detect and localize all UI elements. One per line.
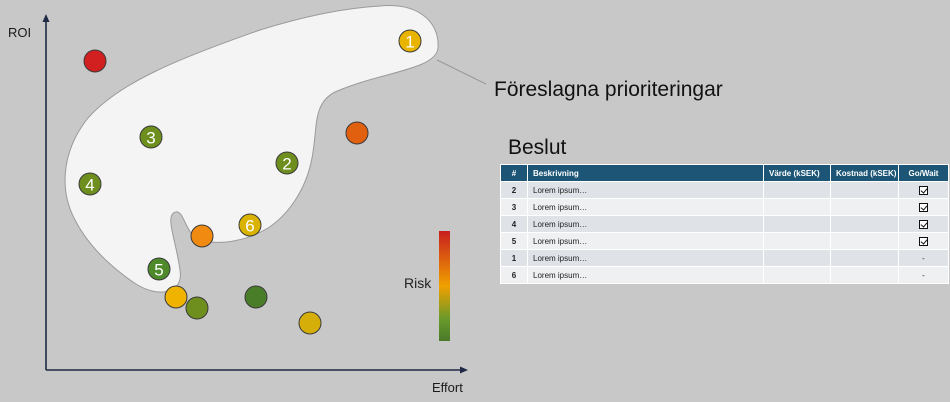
y-axis-arrow: [42, 14, 50, 22]
circle-number: 5: [154, 261, 163, 280]
circle-shape: [83, 49, 107, 73]
circle-shape: [139, 125, 163, 149]
checkbox-checked-icon: [919, 202, 928, 212]
row-cost: [830, 232, 899, 250]
circles-layer: 1 2 3 4 5 6: [78, 29, 422, 335]
priority-circle-6: 6: [238, 213, 262, 237]
row-cost: [830, 215, 899, 233]
callout-leader: [436, 59, 487, 85]
row-number: 4: [500, 215, 528, 233]
unprioritized-circle: [190, 224, 214, 248]
row-value: [763, 249, 831, 267]
row-value: [763, 198, 831, 216]
unprioritized-circle: [244, 285, 268, 309]
row-go-status: [898, 198, 949, 216]
x-axis-label: Effort: [432, 380, 463, 395]
circle-shape: [147, 257, 171, 281]
row-description: Lorem ipsum…: [527, 232, 764, 250]
col-number: #: [500, 164, 528, 182]
proposed-region: [64, 4, 439, 293]
checkbox-checked-icon: [919, 219, 928, 229]
priority-circle-2: 2: [275, 151, 299, 175]
row-value: [763, 181, 831, 199]
circle-shape: [244, 285, 268, 309]
circle-shape: [275, 151, 299, 175]
circle-shape: [190, 224, 214, 248]
circle-shape: [185, 296, 209, 320]
circle-shape: [345, 121, 369, 145]
col-go-wait: Go/Wait: [898, 164, 949, 182]
circle-shape: [398, 29, 422, 53]
proposed-priorities-callout: Föreslagna prioriteringar: [494, 78, 723, 101]
circle-shape: [238, 213, 262, 237]
row-number: 6: [500, 266, 528, 284]
risk-gradient-bar: [439, 231, 450, 341]
decision-table-header: # Beskrivning Värde (kSEK) Kostnad (kSEK…: [500, 164, 949, 182]
circle-shape: [78, 172, 102, 196]
unprioritized-circle: [185, 296, 209, 320]
row-number: 2: [500, 181, 528, 199]
row-go-status: [898, 232, 949, 250]
y-axis-label: ROI: [8, 25, 31, 40]
row-description: Lorem ipsum…: [527, 215, 764, 233]
circle-number: 1: [405, 33, 414, 52]
row-description: Lorem ipsum…: [527, 181, 764, 199]
row-cost: [830, 266, 899, 284]
row-go-status: -: [898, 249, 949, 267]
row-value: [763, 215, 831, 233]
row-go-status: [898, 181, 949, 199]
checkbox-checked-icon: [919, 185, 928, 195]
col-description: Beskrivning: [527, 164, 764, 182]
row-value: [763, 232, 831, 250]
unprioritized-circle: [83, 49, 107, 73]
circle-shape: [164, 285, 188, 309]
row-description: Lorem ipsum…: [527, 249, 764, 267]
row-description: Lorem ipsum…: [527, 266, 764, 284]
circle-number: 6: [245, 217, 254, 236]
checkbox-checked-icon: [919, 236, 928, 246]
row-number: 1: [500, 249, 528, 267]
circle-number: 4: [85, 176, 94, 195]
row-cost: [830, 198, 899, 216]
row-description: Lorem ipsum…: [527, 198, 764, 216]
row-go-status: [898, 215, 949, 233]
row-go-status: -: [898, 266, 949, 284]
circle-shape: [298, 311, 322, 335]
circle-number: 3: [146, 129, 155, 148]
row-number: 3: [500, 198, 528, 216]
x-axis-arrow: [460, 366, 468, 374]
risk-label: Risk: [404, 275, 432, 291]
col-value: Värde (kSEK): [763, 164, 831, 182]
row-number: 5: [500, 232, 528, 250]
unprioritized-circle: [164, 285, 188, 309]
decision-table: # Beskrivning Värde (kSEK) Kostnad (kSEK…: [500, 164, 949, 284]
priority-circle-3: 3: [139, 125, 163, 149]
unprioritized-circle: [298, 311, 322, 335]
row-cost: [830, 249, 899, 267]
col-cost: Kostnad (kSEK): [830, 164, 899, 182]
row-cost: [830, 181, 899, 199]
decision-title: Beslut: [508, 136, 567, 159]
priority-circle-1: 1: [398, 29, 422, 53]
priority-circle-5: 5: [147, 257, 171, 281]
unprioritized-circle: [345, 121, 369, 145]
circle-number: 2: [282, 155, 291, 174]
row-value: [763, 266, 831, 284]
priority-circle-4: 4: [78, 172, 102, 196]
